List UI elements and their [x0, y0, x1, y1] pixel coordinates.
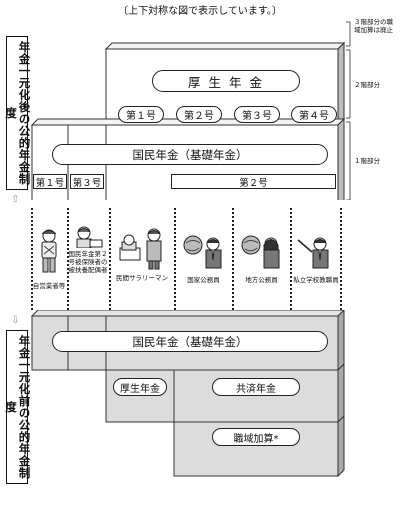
caption: 〔上下対称な図で表示しています。〕 — [118, 6, 282, 17]
salaryman-figure — [119, 228, 162, 270]
before-kokumin-label: 国民年金（基礎年金） — [52, 331, 328, 352]
local-servant-figure — [241, 235, 280, 269]
before-kosei-label: 厚生年金 — [113, 378, 167, 396]
person-label-national-servant: 国家公務員 — [187, 276, 220, 284]
self-employed-figure — [41, 229, 57, 273]
person-label-teacher: 私立学校教職員 — [293, 276, 339, 284]
note-tier3: ３階部分の職域加算は廃止 — [354, 18, 393, 34]
teacher-figure — [297, 237, 329, 269]
after-tag-no3: 第３号 — [70, 174, 104, 189]
after-kosei-no4: 第４号 — [291, 106, 337, 123]
divider-dots — [340, 208, 342, 310]
after-kosei-no1: 第１号 — [118, 106, 164, 123]
down-arrow-icon: ⇩ — [11, 315, 20, 326]
up-arrow-icon: ⇧ — [11, 194, 20, 205]
national-servant-figure — [183, 235, 222, 269]
person-label-salaryman: 民間サラリーマン — [116, 274, 168, 282]
note-tier2: ２階部分 — [354, 81, 380, 89]
divider-dots — [67, 208, 69, 310]
person-label-spouse: 国民年金第２号被保険者の被扶養配偶者 — [68, 250, 108, 274]
before-shokuiki-label: 職域加算* — [212, 428, 300, 446]
after-tag-no2: 第２号 — [171, 174, 336, 189]
divider-dots — [31, 208, 33, 310]
after-kokumin-label: 国民年金（基礎年金） — [52, 144, 328, 165]
after-kosei-no2: 第２号 — [176, 106, 222, 123]
spouse-figure — [76, 226, 103, 248]
note-tier1: １階部分 — [354, 157, 380, 165]
after-tag-no1: 第１号 — [33, 174, 67, 189]
before-kyosai-label: 共済年金 — [212, 378, 300, 396]
person-label-self-employed: 自営業者等 — [32, 282, 66, 290]
after-kosei-label: 厚 生 年 金 — [152, 70, 300, 92]
after-blocks — [30, 21, 351, 200]
divider-dots — [290, 208, 292, 310]
divider-dots — [174, 208, 176, 310]
divider-dots — [109, 208, 111, 310]
after-kosei-no3: 第３号 — [234, 106, 280, 123]
person-label-local-servant: 地方公務員 — [245, 276, 278, 284]
divider-dots — [232, 208, 234, 310]
